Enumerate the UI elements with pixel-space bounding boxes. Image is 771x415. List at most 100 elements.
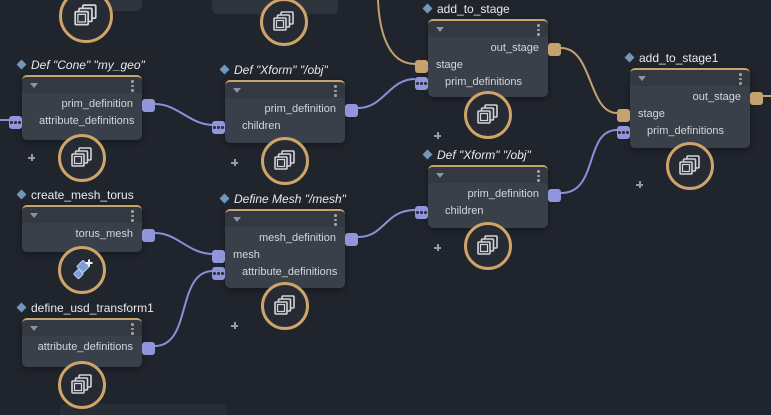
input-port-stage[interactable] (415, 60, 428, 73)
collapse-arrow-icon[interactable] (436, 173, 444, 178)
node-header[interactable] (428, 21, 548, 37)
collapse-arrow-icon[interactable] (638, 76, 646, 81)
node-header[interactable] (22, 320, 142, 336)
node-header[interactable] (225, 82, 345, 98)
node-def-cone-my-geo[interactable]: Def "Cone" "my_geo" prim_definition attr… (9, 58, 155, 182)
collapse-arrow-icon[interactable] (30, 83, 38, 88)
node-add-to-stage1[interactable]: add_to_stage1 out_stage stage prim_defin… (617, 51, 763, 190)
input-row: children (428, 203, 548, 251)
node-title[interactable]: define_usd_transform1 (16, 301, 154, 315)
output-port-out-stage[interactable] (548, 43, 561, 56)
wire-torus-mesh-to-define-mesh-mesh[interactable] (154, 232, 214, 255)
input-port-attribute-definitions[interactable] (9, 116, 22, 129)
kebab-menu-icon[interactable] (131, 80, 134, 94)
layered-prims-icon (666, 142, 714, 190)
output-label: attribute_definitions (37, 341, 133, 353)
kebab-menu-icon[interactable] (334, 85, 337, 99)
node-title[interactable]: Define Mesh "/mesh" (219, 192, 346, 206)
plus-icon[interactable] (231, 322, 238, 329)
node-title-text: define_usd_transform1 (31, 301, 154, 315)
node-header[interactable] (225, 211, 345, 227)
node-header[interactable] (630, 70, 750, 86)
node-title-text: Def "Xform" "/obj" (234, 63, 328, 77)
output-row: torus_mesh (22, 226, 142, 243)
collapse-arrow-icon[interactable] (30, 326, 38, 331)
input-port-stage[interactable] (617, 109, 630, 122)
input-port-prim-definitions[interactable] (617, 126, 630, 139)
output-label: torus_mesh (75, 228, 133, 240)
create-mesh-icon (58, 246, 106, 294)
node-create-mesh-torus[interactable]: create_mesh_torus torus_mesh (16, 188, 155, 294)
output-port-out-stage[interactable] (750, 92, 763, 105)
input-row: mesh (225, 247, 345, 264)
wire-offscreen-to-add-to-stage-stage[interactable] (377, 0, 416, 65)
node-header[interactable] (22, 207, 142, 223)
input-row: prim_definitions (428, 74, 548, 139)
output-label: prim_definition (61, 98, 133, 110)
input-row: stage (428, 57, 548, 74)
collapse-arrow-icon[interactable] (233, 88, 241, 93)
input-label: stage (638, 108, 665, 120)
input-label: children (242, 120, 281, 132)
collapse-arrow-icon[interactable] (436, 27, 444, 32)
wire-xform1-prim-definition-to-add-to-stage-prim-definitions[interactable] (357, 78, 416, 109)
wire-cone-prim-definition-to-xform1-children[interactable] (154, 103, 214, 126)
wire-xform2-prim-definition-to-add-to-stage1-prim-definitions[interactable] (560, 129, 618, 194)
output-port-torus-mesh[interactable] (142, 229, 155, 242)
kebab-menu-icon[interactable] (334, 214, 337, 228)
node-header[interactable] (428, 167, 548, 183)
node-fragment-bottom[interactable] (60, 404, 227, 415)
wire-usd-transform1-to-define-mesh-attribute-definitions[interactable] (154, 270, 214, 347)
plus-icon[interactable] (434, 132, 441, 139)
input-port-children[interactable] (212, 121, 225, 134)
input-row: prim_definitions (630, 123, 750, 188)
wire-add-to-stage-out-stage-to-add-to-stage1-stage[interactable] (560, 47, 618, 114)
node-def-xform-obj-lower[interactable]: Def "Xform" "/obj" prim_definition child… (415, 148, 561, 270)
output-label: out_stage (490, 42, 539, 54)
node-header[interactable] (22, 77, 142, 93)
kebab-menu-icon[interactable] (537, 24, 540, 38)
input-port-prim-definitions[interactable] (415, 77, 428, 90)
input-port-mesh[interactable] (212, 250, 225, 263)
node-title-text: Define Mesh "/mesh" (234, 192, 346, 206)
layered-prims-icon (260, 0, 308, 46)
output-port-prim-definition[interactable] (142, 99, 155, 112)
collapse-arrow-icon[interactable] (233, 217, 241, 222)
node-def-xform-obj-upper[interactable]: Def "Xform" "/obj" prim_definition child… (212, 63, 358, 185)
collapse-arrow-icon[interactable] (30, 213, 38, 218)
plus-icon[interactable] (231, 159, 238, 166)
node-title[interactable]: add_to_stage (422, 2, 510, 16)
plus-icon[interactable] (28, 154, 35, 161)
node-add-to-stage[interactable]: add_to_stage out_stage stage prim_defini… (415, 2, 561, 139)
input-port-attribute-definitions[interactable] (212, 267, 225, 280)
plus-icon[interactable] (434, 244, 441, 251)
input-label: prim_definitions (647, 125, 725, 137)
kebab-menu-icon[interactable] (739, 73, 742, 87)
node-title[interactable]: Def "Xform" "/obj" (219, 63, 328, 77)
output-row: prim_definition (22, 96, 142, 113)
output-port-attribute-definitions[interactable] (142, 342, 155, 355)
plus-icon[interactable] (636, 181, 643, 188)
node-title[interactable]: Def "Cone" "my_geo" (16, 58, 145, 72)
node-define-usd-transform1[interactable]: define_usd_transform1 attribute_definiti… (16, 301, 155, 409)
kebab-menu-icon[interactable] (537, 170, 540, 184)
wire-define-mesh-to-xform2-children[interactable] (357, 209, 416, 238)
output-port-mesh-definition[interactable] (345, 233, 358, 246)
output-label: out_stage (692, 91, 741, 103)
node-title[interactable]: add_to_stage1 (624, 51, 718, 65)
output-port-prim-definition[interactable] (345, 104, 358, 117)
input-row: attribute_definitions (225, 264, 345, 329)
output-row: prim_definition (225, 101, 345, 118)
kebab-menu-icon[interactable] (131, 323, 134, 337)
node-title[interactable]: Def "Xform" "/obj" (422, 148, 531, 162)
output-label: mesh_definition (258, 232, 336, 244)
output-port-prim-definition[interactable] (548, 189, 561, 202)
node-title-text: Def "Xform" "/obj" (437, 148, 531, 162)
input-port-children[interactable] (415, 206, 428, 219)
node-title[interactable]: create_mesh_torus (16, 188, 134, 202)
kebab-menu-icon[interactable] (131, 210, 134, 224)
layered-prims-icon (58, 134, 106, 182)
node-define-mesh[interactable]: Define Mesh "/mesh" mesh_definition mesh… (212, 192, 358, 330)
layered-prims-icon (261, 282, 309, 330)
